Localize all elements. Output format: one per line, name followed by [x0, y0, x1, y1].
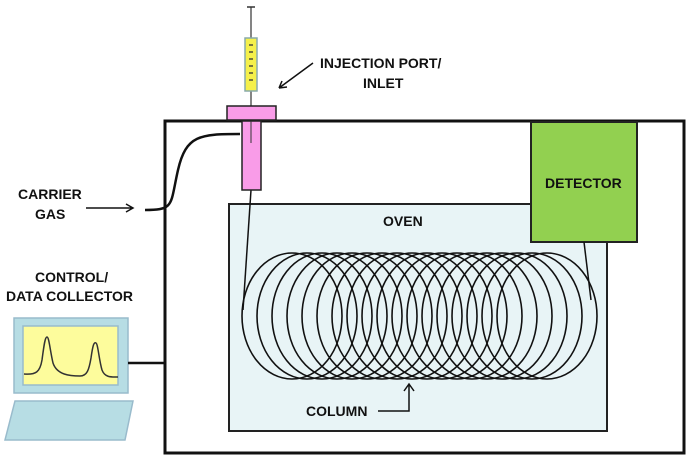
injection-label-line1: INJECTION PORT/ — [320, 55, 441, 71]
oven-label: OVEN — [383, 213, 423, 229]
control-label-line2: DATA COLLECTOR — [6, 288, 133, 304]
column-loop — [286, 252, 388, 380]
column-loop — [391, 252, 493, 380]
keyboard — [4, 400, 134, 441]
column-loop — [376, 252, 478, 380]
carrier-gas-tube — [144, 132, 241, 212]
column-loop — [496, 252, 598, 380]
column-loop — [316, 252, 418, 380]
column-loop — [256, 252, 358, 380]
chromatogram-trace — [23, 336, 119, 378]
column-coil — [241, 252, 598, 380]
column-loop — [241, 252, 343, 380]
control-label-line1: CONTROL/ — [35, 269, 108, 285]
column-loop — [361, 252, 463, 380]
syringe-graduations — [249, 44, 253, 81]
column-loop — [466, 252, 568, 380]
injection-label-line2: INLET — [363, 75, 404, 91]
column-loop — [346, 252, 448, 380]
carrier-label-line1: CARRIER — [18, 186, 82, 202]
column-loop — [436, 252, 538, 380]
column-loop — [421, 252, 523, 380]
column-inlet-line — [242, 189, 252, 311]
carrier-label-line2: GAS — [35, 206, 65, 222]
column-loop — [481, 252, 583, 380]
detector-label: DETECTOR — [545, 175, 622, 191]
column-loop — [271, 252, 373, 380]
column-label: COLUMN — [306, 403, 367, 419]
carrier-arrow — [86, 203, 135, 213]
column-loop — [331, 252, 433, 380]
syringe-body — [244, 37, 258, 92]
injection-arrow — [278, 62, 314, 89]
column-arrow — [378, 382, 415, 412]
column-outlet-line — [583, 241, 592, 301]
column-loop — [301, 252, 403, 380]
detector-box — [530, 121, 638, 243]
column-loop — [406, 252, 508, 380]
column-loop — [451, 252, 553, 380]
injection-port-cap — [226, 105, 277, 121]
